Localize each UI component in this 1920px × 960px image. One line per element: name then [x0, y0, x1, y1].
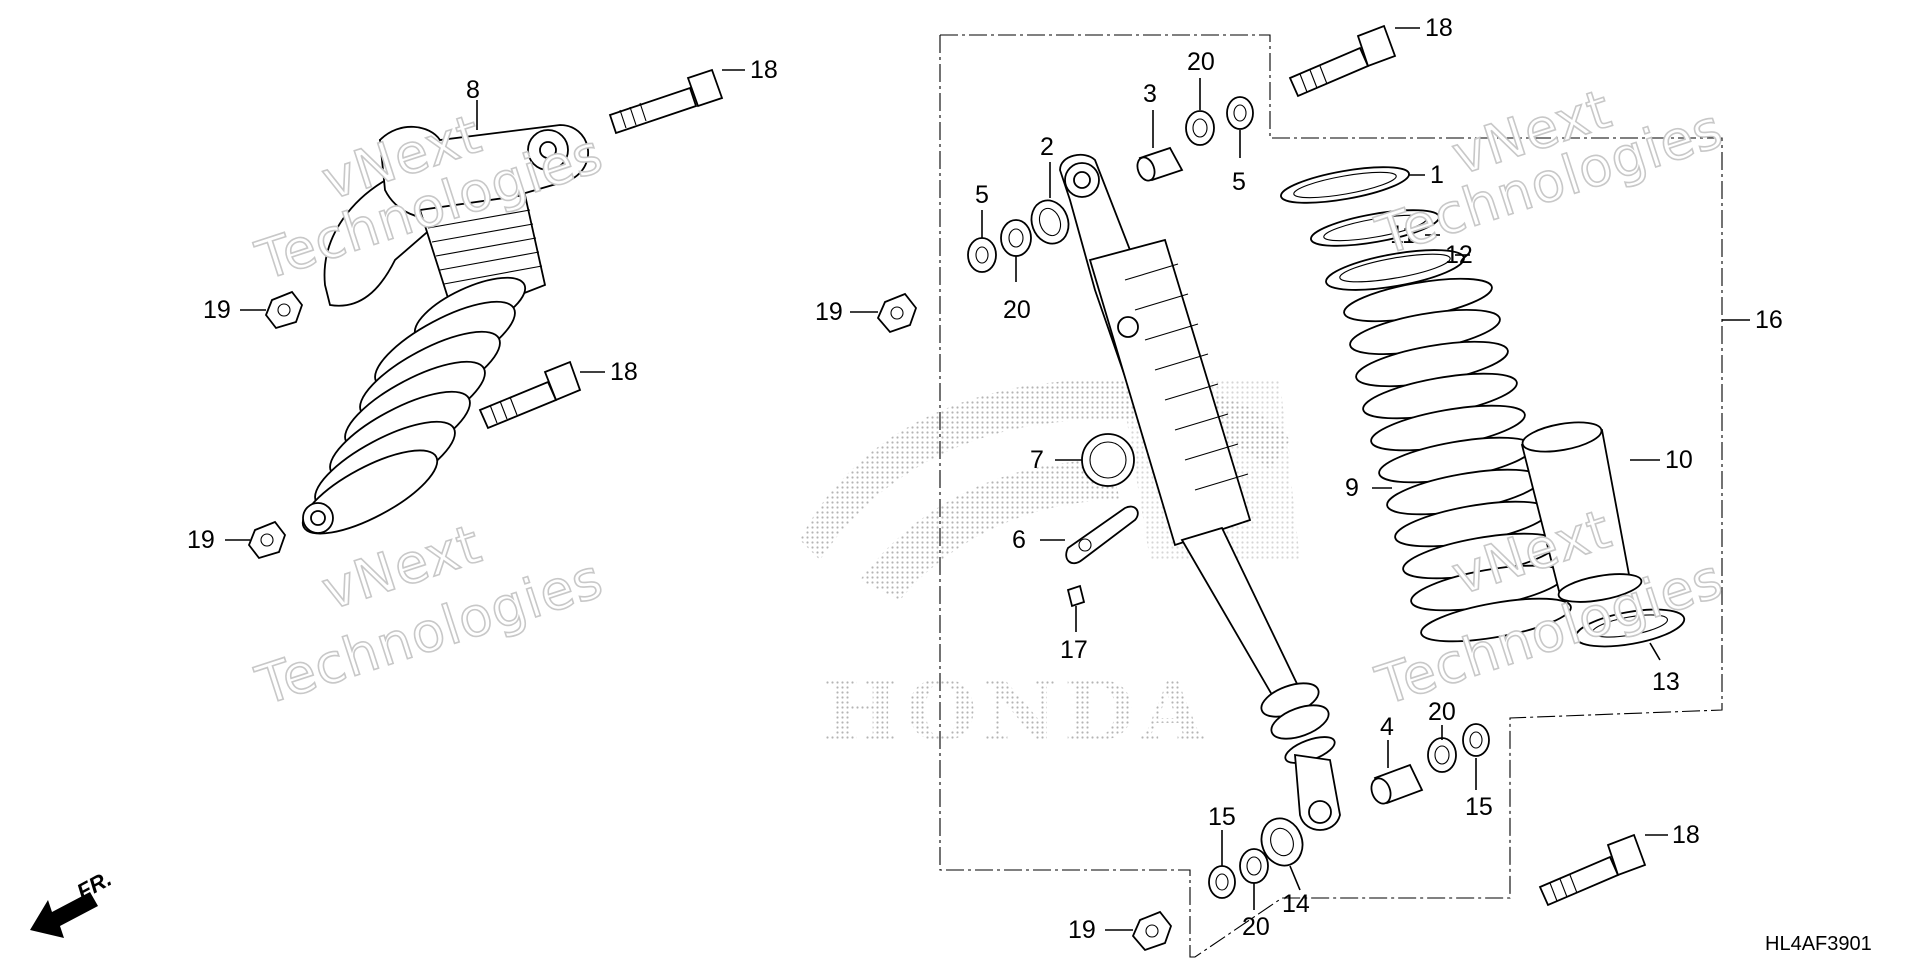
- leader-lines: [225, 27, 1750, 931]
- bolt-18-upper-left: [608, 68, 724, 135]
- callout-15: 15: [1465, 793, 1493, 821]
- callout-9: 9: [1345, 474, 1359, 502]
- honda-logo-text: HONDA: [822, 664, 1211, 760]
- callout-7: 7: [1030, 446, 1044, 474]
- nut-19-upper-left: [264, 290, 304, 330]
- dust-seal-20-lower-right: [1427, 737, 1457, 773]
- callout-5: 5: [1232, 168, 1246, 196]
- callout-19: 19: [1068, 916, 1096, 944]
- bolt-18-mid-left: [478, 360, 582, 430]
- callout-13: 13: [1652, 668, 1680, 696]
- dust-seal-20-upper-right: [1185, 110, 1215, 146]
- callout-12: 12: [1445, 241, 1473, 269]
- assembly-boundary: [939, 34, 1723, 958]
- callout-18: 18: [750, 56, 778, 84]
- collar-3: [1136, 146, 1184, 182]
- callout-4: 4: [1380, 713, 1394, 741]
- arrow-down-left-icon: [30, 892, 98, 938]
- callout-18: 18: [1425, 14, 1453, 42]
- callout-2: 2: [1040, 133, 1054, 161]
- callout-16: 16: [1755, 306, 1783, 334]
- callout-18: 18: [610, 358, 638, 386]
- nut-19-upper-center: [876, 292, 918, 334]
- callout-19: 19: [815, 298, 843, 326]
- bearing-2: [1030, 199, 1070, 245]
- callout-6: 6: [1012, 526, 1026, 554]
- callout-3: 3: [1143, 80, 1157, 108]
- callout-8: 8: [466, 76, 480, 104]
- washer-15-lower-left: [1208, 865, 1236, 899]
- collar-4: [1370, 763, 1424, 805]
- spring-seat-stopper-13: [1574, 608, 1686, 648]
- bolt-18-lower-right: [1538, 833, 1647, 907]
- shock-spring: [1343, 277, 1572, 643]
- lock-nut-1: [1280, 166, 1410, 204]
- callout-18: 18: [1672, 821, 1700, 849]
- dust-seal-20-lower-left: [1239, 848, 1269, 884]
- callout-20: 20: [1187, 48, 1215, 76]
- callout-5: 5: [975, 181, 989, 209]
- nut-19-lower-left: [247, 520, 287, 560]
- nut-19-lower-center: [1131, 910, 1173, 952]
- callout-20: 20: [1428, 698, 1456, 726]
- callout-labels: 18 8 19 18 19 18 20 3 2 5 5 20 19 1 11 1…: [187, 14, 1783, 944]
- shock-absorber-body: [1059, 153, 1341, 831]
- screw-17: [1066, 584, 1086, 608]
- washer-5-upper-left: [967, 237, 997, 273]
- o-ring-7: [1081, 433, 1135, 487]
- spring-seat-12: [1325, 249, 1465, 291]
- front-direction-indicator: FR.: [30, 866, 116, 938]
- bolt-18-top-right: [1288, 24, 1397, 98]
- dust-seal-20-upper-left: [1000, 219, 1032, 257]
- callout-17: 17: [1060, 636, 1088, 664]
- assembled-shock-view: [247, 68, 724, 560]
- callout-19: 19: [187, 526, 215, 554]
- bearing-14: [1260, 817, 1304, 867]
- washer-15-lower-right: [1462, 723, 1490, 757]
- callout-15: 15: [1208, 803, 1236, 831]
- callout-11: 11: [1390, 221, 1416, 249]
- clip-6: [1065, 505, 1139, 565]
- callout-20: 20: [1242, 913, 1270, 941]
- callout-20: 20: [1003, 296, 1031, 324]
- callout-10: 10: [1665, 446, 1693, 474]
- callout-14: 14: [1282, 890, 1310, 918]
- washer-5-upper-right: [1226, 96, 1254, 130]
- diagram-code: HL4AF3901: [1765, 933, 1872, 955]
- adjuster-nut-11: [1310, 209, 1440, 247]
- callout-1: 1: [1430, 161, 1444, 189]
- spring-cover-10: [1520, 421, 1643, 603]
- callout-19: 19: [203, 296, 231, 324]
